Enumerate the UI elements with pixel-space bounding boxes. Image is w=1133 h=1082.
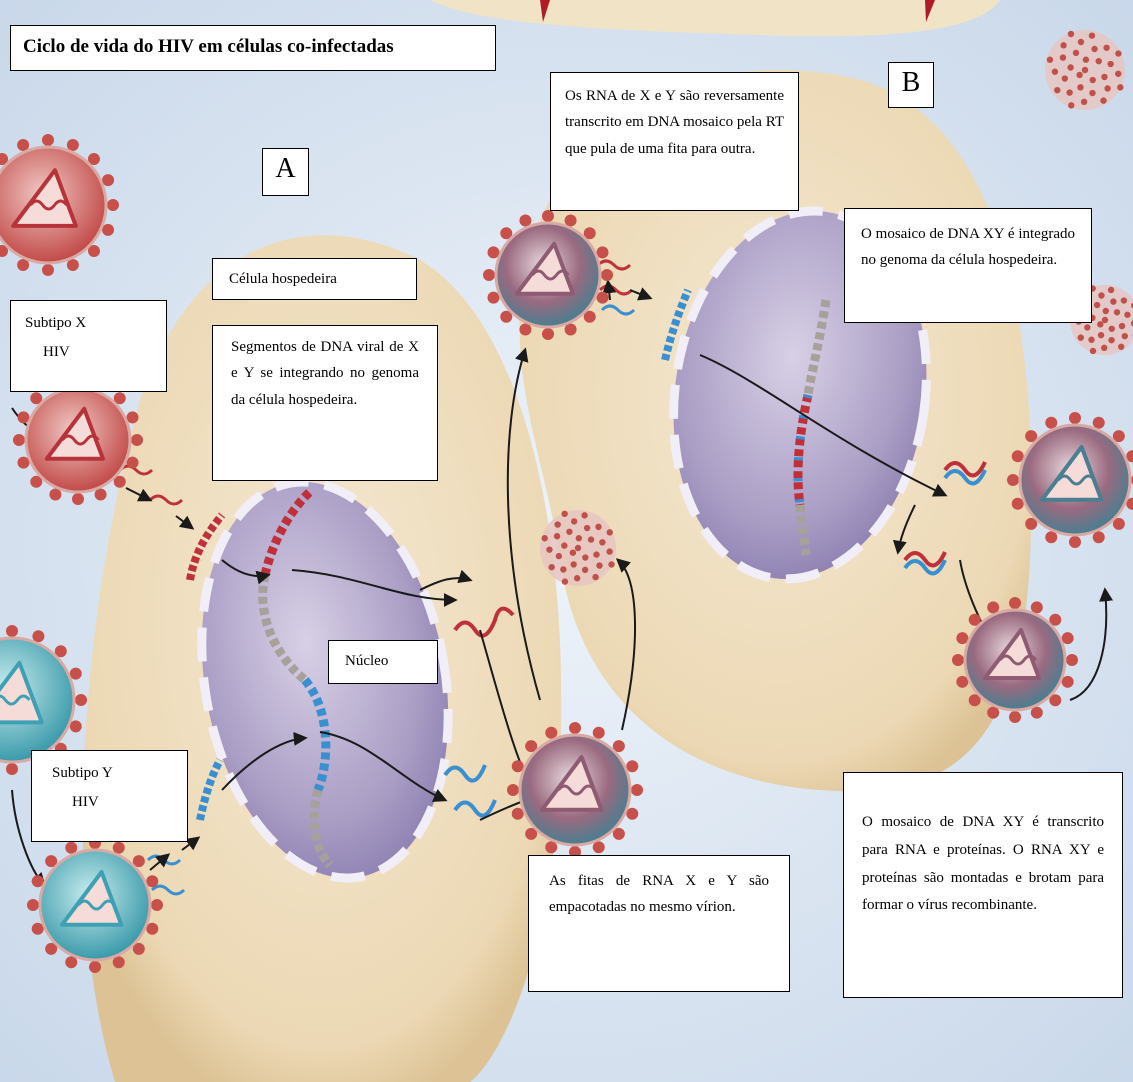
subtype-y-line1: Subtipo Y [52,759,167,788]
virus-y-entering [27,837,163,973]
host-cell-label: Célula hospedeira [212,258,417,300]
integration-label: O mosaico de DNA XY é integrado no genom… [844,208,1092,323]
subtype-y-label: Subtipo Y HIV [31,750,188,842]
panel-label-a: A [262,148,309,196]
packaging-label: As fitas de RNA X e Y são empacotadas no… [528,855,790,992]
virus-x-entering [13,375,143,505]
subtype-x-label: Subtipo X HIV [10,300,167,392]
subtype-y-line2: HIV [52,788,167,817]
panel-label-b: B [888,62,934,108]
virus-mixed-budding [507,722,643,858]
virus-recombinant-budding [952,597,1078,723]
segments-label: Segmentos de DNA viral de X e Y se integ… [212,325,438,481]
diagram-title: Ciclo de vida do HIV em células co-infec… [10,25,496,71]
virion-cluster-top-right [1045,30,1125,110]
recombinant-label: O mosaico de DNA XY é transcrito para RN… [843,772,1123,998]
nucleus-label: Núcleo [328,640,438,684]
subtype-x-line1: Subtipo X [25,309,152,338]
virion-cluster-center [540,510,616,586]
reverse-transcription-label: Os RNA de X e Y são reversamente transcr… [550,72,799,211]
subtype-x-line2: HIV [25,338,152,367]
virus-mixed-entering [483,210,613,340]
